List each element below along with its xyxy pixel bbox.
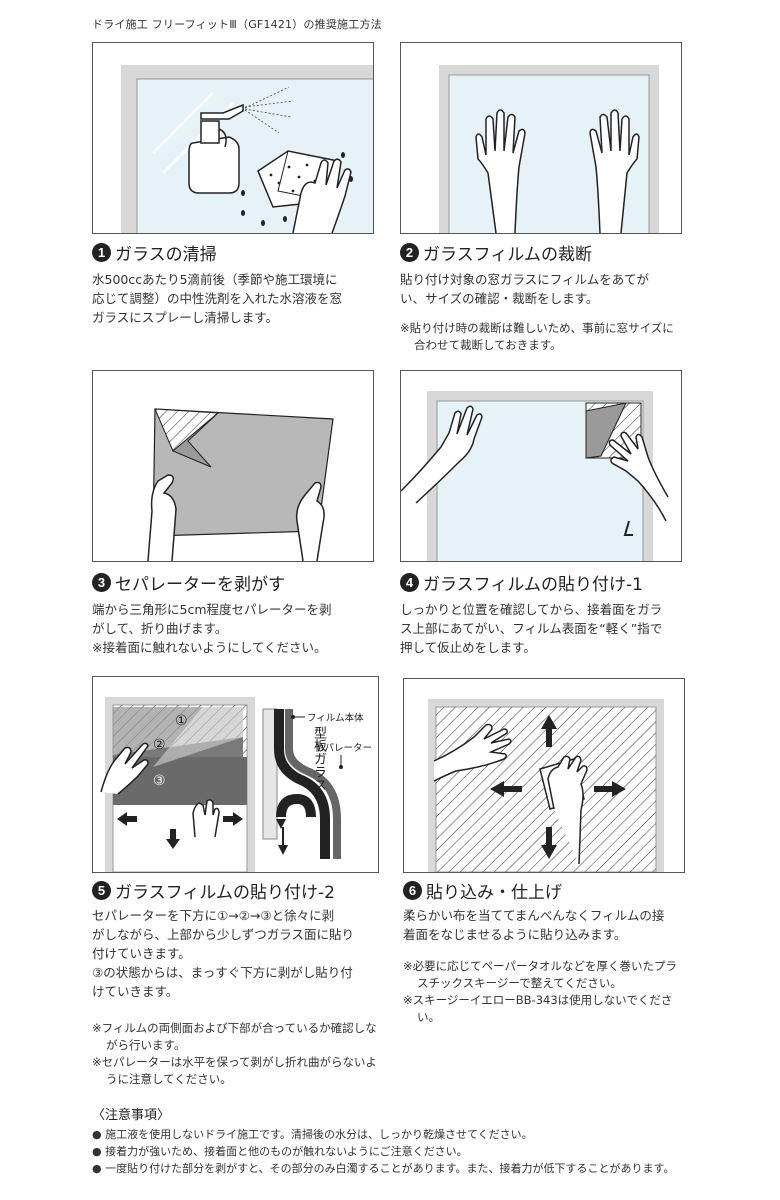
step-4-description: しっかりと位置を確認してから、接着面をガラ ス上部にあてがい、フィルム表面を“軽… <box>400 600 690 657</box>
step-2-title: 2 ガラスフィルムの裁断 <box>400 240 592 265</box>
text-line: 水500ccあたり5滴前後（季節や施工環境に <box>92 272 338 287</box>
note-line: ※フィルムの両側面および下部が合っているか確認しながら行います。 <box>92 1021 377 1052</box>
text-line: しっかりと位置を確認してから、接着面をガラ <box>400 602 663 617</box>
step-number-badge: 6 <box>403 881 422 900</box>
text-line: 付けていきます。 <box>92 946 191 961</box>
step-3-title: 3 セパレーターを剥がす <box>92 570 285 595</box>
step-number-badge: 4 <box>400 573 419 592</box>
caution-title: 〈注意事項〉 <box>92 1108 171 1123</box>
step-2-description: 貼り付け対象の窓ガラスにフィルムをあてが い、サイズの確認・裁断をします。 <box>400 270 690 308</box>
step-title-text: ガラスの清掃 <box>115 245 217 265</box>
step-6-description: 柔らかい布を当ててまんべんなくフィルムの接 着面をなじませるように貼り込みます。 <box>403 906 693 944</box>
step-5-description: セパレーターを下方に①→②→③と徐々に剥 がしながら、上部から少しずつガラス面に… <box>92 906 387 1001</box>
text-line: 押して仮止めをします。 <box>400 640 536 655</box>
caution-item: ● 施工液を使用しないドライ施工です。清掃後の水分は、しっかり乾燥させてください… <box>92 1128 533 1141</box>
text-line: ス上部にあてがい、フィルム表面を“軽く”指で <box>400 621 663 636</box>
step-4-title: 4 ガラスフィルムの貼り付け-1 <box>400 570 643 595</box>
text-line: ③の状態からは、まっすぐ下方に剥がし貼り付 <box>92 965 353 980</box>
step-title-text: ガラスフィルムの裁断 <box>423 245 592 265</box>
illustration-step-5: ① ② ③ 型板ガラス フィルム本体 セパレーター <box>92 676 379 873</box>
step-6-title: 6 貼り込み・仕上げ <box>403 878 562 903</box>
note-line: ※必要に応じてペーパータオルなどを厚く巻いたプラスチックスキージーで整えてくださ… <box>403 959 678 990</box>
text-line: がしながら、上部から少しずつガラス面に貼り <box>92 927 355 942</box>
text-line: ガラスにスプレーし清掃します。 <box>92 310 279 325</box>
text-line: 貼り付け対象の窓ガラスにフィルムをあてが <box>400 272 650 287</box>
illustration-step-3 <box>92 370 374 562</box>
text-line: けていきます。 <box>92 984 179 999</box>
label-circle-2: ② <box>153 737 166 753</box>
note-line: ※セパレーターは水平を保って剥がし折れ曲がらないように注意してください。 <box>92 1055 377 1086</box>
step-number-badge: 3 <box>92 573 111 592</box>
note-line: ※貼り付け時の裁断は難しいため、事前に窓サイズに合わせて裁断しておきます。 <box>400 321 674 352</box>
step-3-description: 端から三角形に5cm程度セパレーターを剥 がして、折り曲げます。 ※接着面に触れ… <box>92 600 382 657</box>
text-line: セパレーターを下方に①→②→③と徐々に剥 <box>92 908 335 923</box>
document-title: ドライ施工 フリーフィットⅢ（GF1421）の推奨施工方法 <box>92 18 382 31</box>
label-circle-1: ① <box>175 713 188 729</box>
step-title-text: ガラスフィルムの貼り付け-1 <box>423 575 643 595</box>
step-title-text: セパレーターを剥がす <box>115 575 285 595</box>
caution-list: ● 施工液を使用しないドライ施工です。清掃後の水分は、しっかり乾燥させてください… <box>92 1126 752 1177</box>
arrow-icons <box>117 812 243 849</box>
illustration-step-6 <box>403 678 685 873</box>
step-6-notes: ※必要に応じてペーパータオルなどを厚く巻いたプラスチックスキージーで整えてくださ… <box>403 958 688 1026</box>
separator-label: セパレーター <box>315 743 372 754</box>
step-number-badge: 1 <box>92 243 111 262</box>
note-line: ※スキージーイエローBB-343は使用しないでください。 <box>403 993 673 1024</box>
step-1-description: 水500ccあたり5滴前後（季節や施工環境に 応じて調整）の中性洗剤を入れた水溶… <box>92 270 382 327</box>
step-1-title: 1 ガラスの清掃 <box>92 240 217 265</box>
text-line: 端から三角形に5cm程度セパレーターを剥 <box>92 602 332 617</box>
step-5-notes: ※フィルムの両側面および下部が合っているか確認しながら行います。 ※セパレーター… <box>92 1020 382 1088</box>
text-line: 応じて調整）の中性洗剤を入れた水溶液を窓 <box>92 291 343 306</box>
text-line: ※接着面に触れないようにしてください。 <box>92 640 327 655</box>
step-number-badge: 5 <box>92 881 111 900</box>
text-line: い、サイズの確認・裁断をします。 <box>400 291 599 306</box>
illustration-step-4 <box>400 370 682 562</box>
step-number-badge: 2 <box>400 243 419 262</box>
text-line: がして、折り曲げます。 <box>92 621 228 636</box>
arrow-icons <box>490 715 626 859</box>
step-2-notes: ※貼り付け時の裁断は難しいため、事前に窓サイズに合わせて裁断しておきます。 <box>400 320 685 354</box>
step-title-text: 貼り込み・仕上げ <box>426 883 562 903</box>
caution-item: ● 接着力が強いため、接着面と他のものが触れないようにご注意ください。 <box>92 1145 468 1158</box>
caution-item: ● 一度貼り付けた部分を剥がすと、その部分のみ白濁することがあります。また、接着… <box>92 1162 675 1175</box>
label-circle-3: ③ <box>153 773 166 789</box>
step-5-title: 5 ガラスフィルムの貼り付け-2 <box>92 878 335 903</box>
step-title-text: ガラスフィルムの貼り付け-2 <box>115 883 335 903</box>
text-line: 着面をなじませるように貼り込みます。 <box>403 927 627 942</box>
spray-bottle-icon <box>188 103 244 194</box>
film-body-label: フィルム本体 <box>307 712 364 724</box>
illustration-step-1 <box>92 42 374 234</box>
illustration-step-2 <box>400 42 682 234</box>
text-line: 柔らかい布を当ててまんべんなくフィルムの接 <box>403 908 665 923</box>
